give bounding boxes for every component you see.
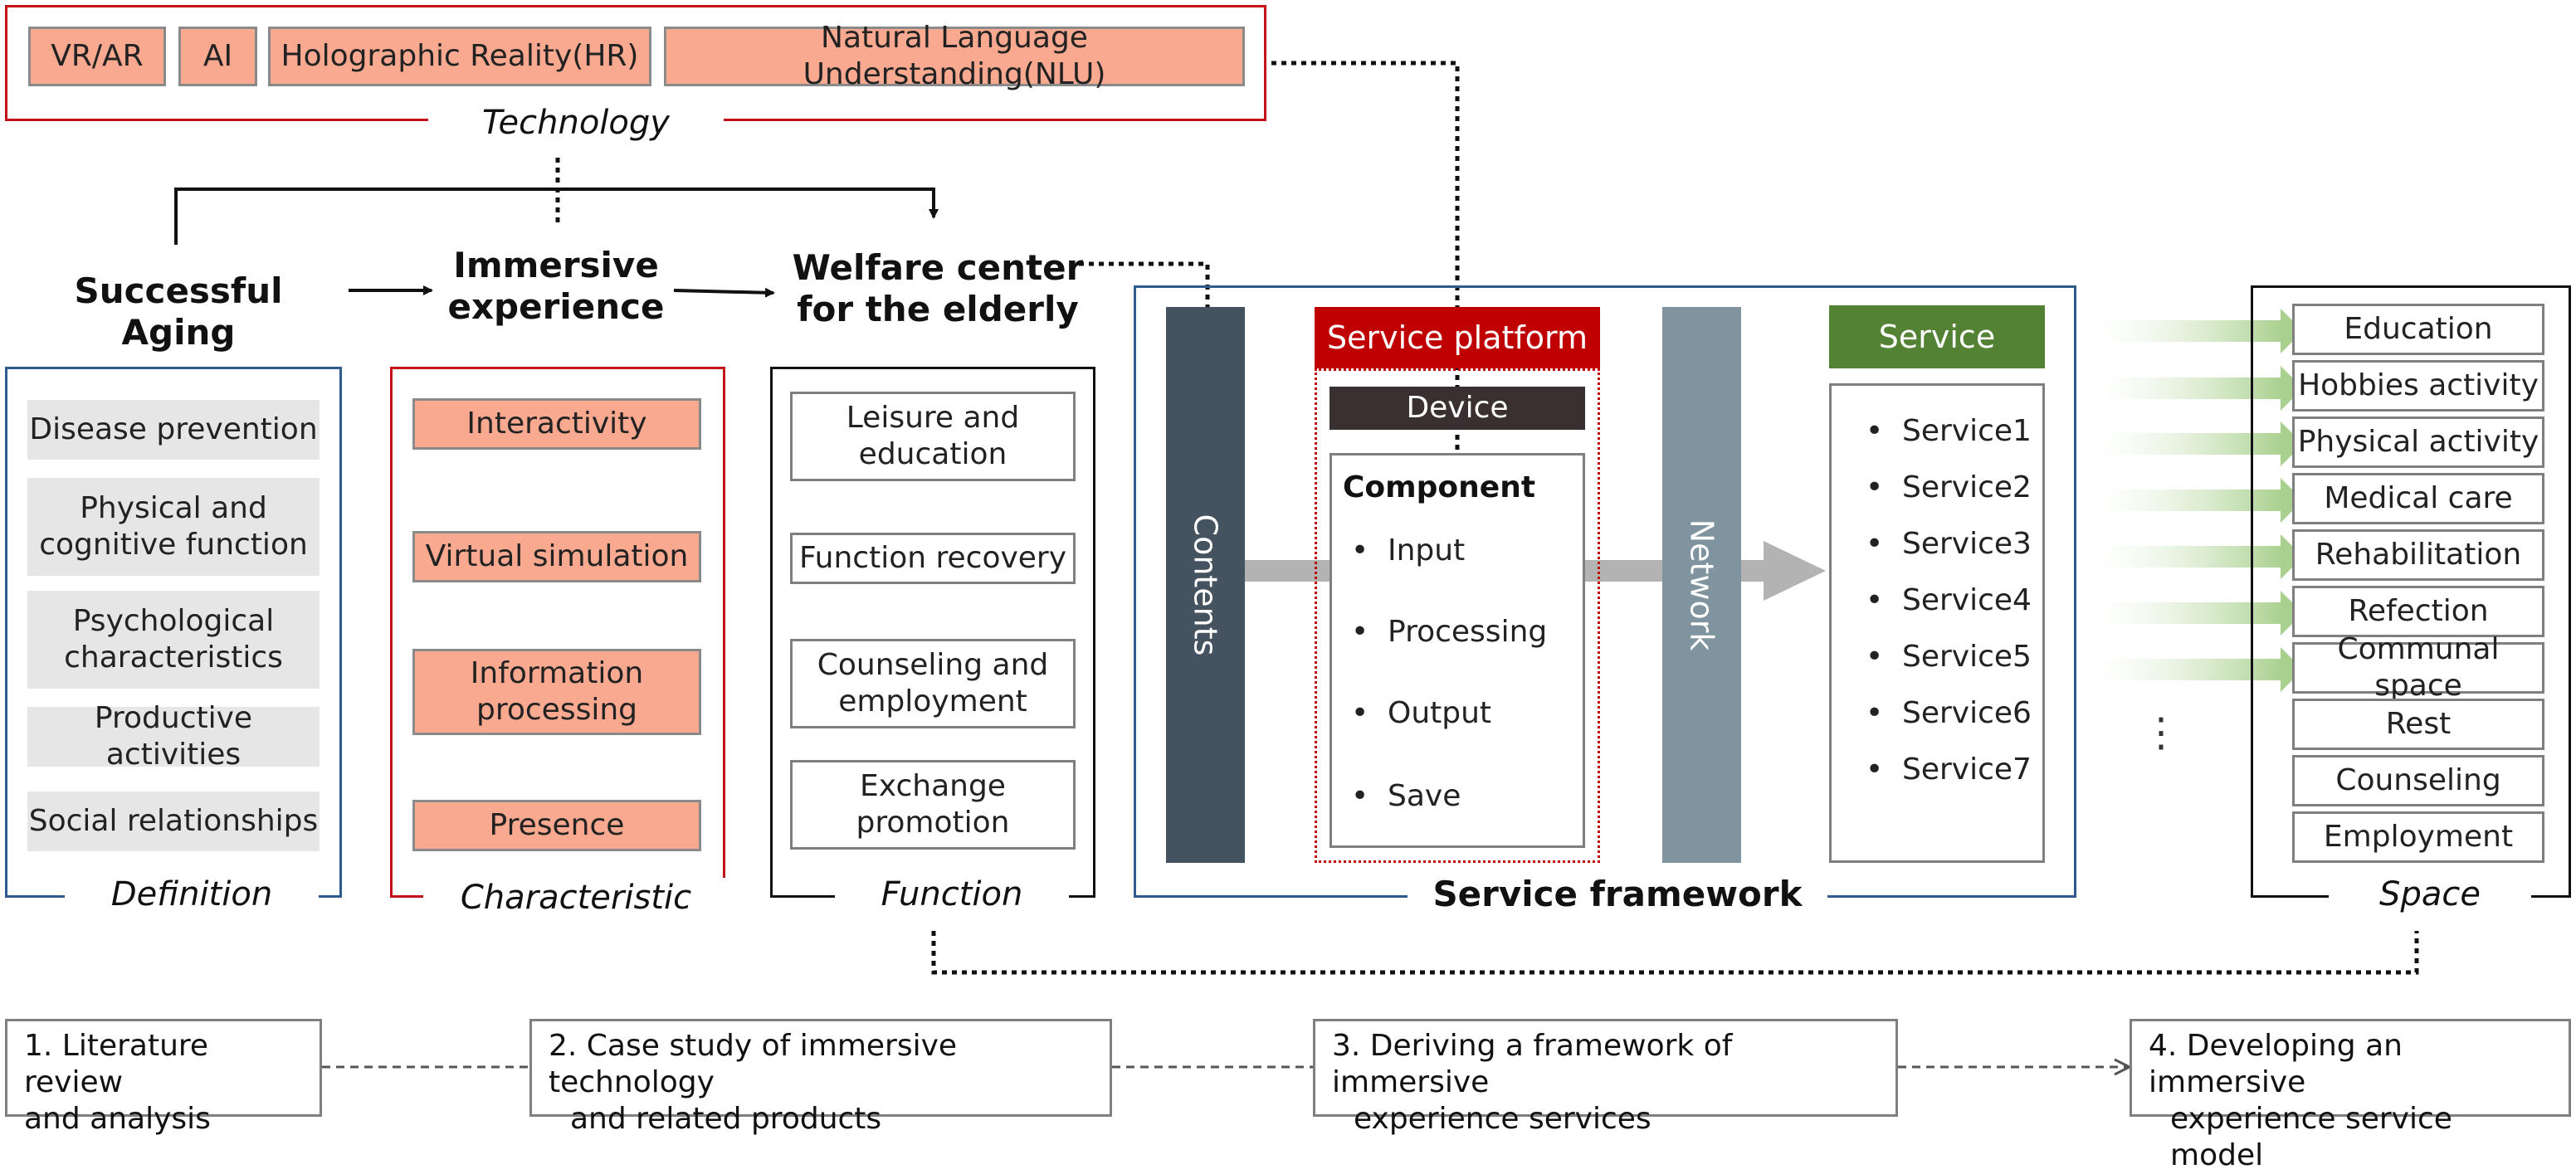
space-item-communal-space: Communal space — [2292, 632, 2544, 703]
space-item-physical-activity: Physical activity — [2292, 417, 2544, 468]
technology-to-device-dotted — [1271, 61, 1460, 452]
component-item-output: Output — [1351, 695, 1491, 732]
function-to-space-dotted — [931, 931, 2419, 975]
space-item-education: Education — [2292, 304, 2544, 355]
immersive-to-welfare-arrow — [673, 287, 775, 298]
successful-aging-heading: Successful Aging — [74, 270, 283, 353]
definition-item-social: Social relationships — [27, 792, 320, 851]
space-item-counseling: Counseling — [2292, 755, 2544, 806]
immersive-line2: experience — [447, 286, 665, 327]
welfare-center-heading: Welfare center for the elderly — [780, 247, 1095, 330]
component-item-save: Save — [1351, 778, 1461, 815]
space-item-rest: Rest — [2292, 699, 2544, 750]
service-item-5: Service5 — [1866, 639, 2032, 675]
space-item-refection: Refection — [2292, 586, 2544, 637]
definition-caption: Definition — [65, 874, 319, 914]
definition-item-productive: Productive activities — [27, 701, 320, 772]
service-header: Service — [1829, 305, 2045, 368]
service-list-box — [1829, 383, 2045, 863]
device-header: Device — [1329, 387, 1585, 430]
characteristic-item-virtual-simulation: Virtual simulation — [412, 531, 701, 582]
space-caption: Space — [2329, 874, 2531, 914]
component-item-processing: Processing — [1351, 614, 1547, 650]
network-to-service-arrowhead — [1764, 541, 1826, 601]
technology-item-vr-ar: VR/AR — [28, 27, 166, 86]
technology-item-nlu: Natural Language Understanding(NLU) — [664, 21, 1245, 91]
service-item-3: Service3 — [1866, 526, 2032, 563]
service-framework-caption: Service framework — [1408, 874, 1827, 914]
space-item-medical-care: Medical care — [2292, 473, 2544, 524]
contents-bar: Contents — [1166, 307, 1245, 863]
service-item-1: Service1 — [1866, 413, 2032, 450]
immersive-line1: Immersive — [453, 245, 659, 285]
component-item-input: Input — [1351, 533, 1465, 569]
immersive-experience-heading: Immersive experience — [432, 245, 681, 328]
technology-caption: Technology — [428, 103, 724, 143]
welfare-line2: for the elderly — [797, 289, 1079, 329]
function-item-function-recovery: Function recovery — [790, 533, 1076, 584]
welfare-line1: Welfare center — [792, 247, 1084, 288]
more-arrows-ellipsis: ⋮ — [2141, 709, 2181, 756]
service-item-7: Service7 — [1866, 752, 2032, 788]
function-caption: Function — [835, 874, 1069, 914]
characteristic-item-presence: Presence — [412, 800, 701, 851]
service-item-2: Service2 — [1866, 470, 2032, 506]
service-platform-dotted-border — [1315, 368, 1600, 863]
definition-item-disease-prevention: Disease prevention — [27, 400, 320, 460]
space-item-employment: Employment — [2292, 811, 2544, 863]
technology-item-hr: Holographic Reality(HR) — [268, 27, 651, 86]
service-platform-header: Service platform — [1315, 307, 1600, 368]
service-item-4: Service4 — [1866, 582, 2032, 619]
space-item-hobbies-activity: Hobbies activity — [2292, 360, 2544, 412]
component-title: Component — [1343, 470, 1536, 504]
characteristic-caption: Characteristic — [423, 878, 729, 918]
technology-item-ai: AI — [178, 27, 257, 86]
space-item-rehabilitation: Rehabilitation — [2292, 529, 2544, 581]
service-item-6: Service6 — [1866, 695, 2032, 732]
network-bar: Network — [1662, 307, 1741, 863]
aging-to-welfare-bracket — [174, 188, 939, 245]
characteristic-item-interactivity: Interactivity — [412, 398, 701, 450]
welfare-to-contents-dotted — [1079, 261, 1210, 307]
